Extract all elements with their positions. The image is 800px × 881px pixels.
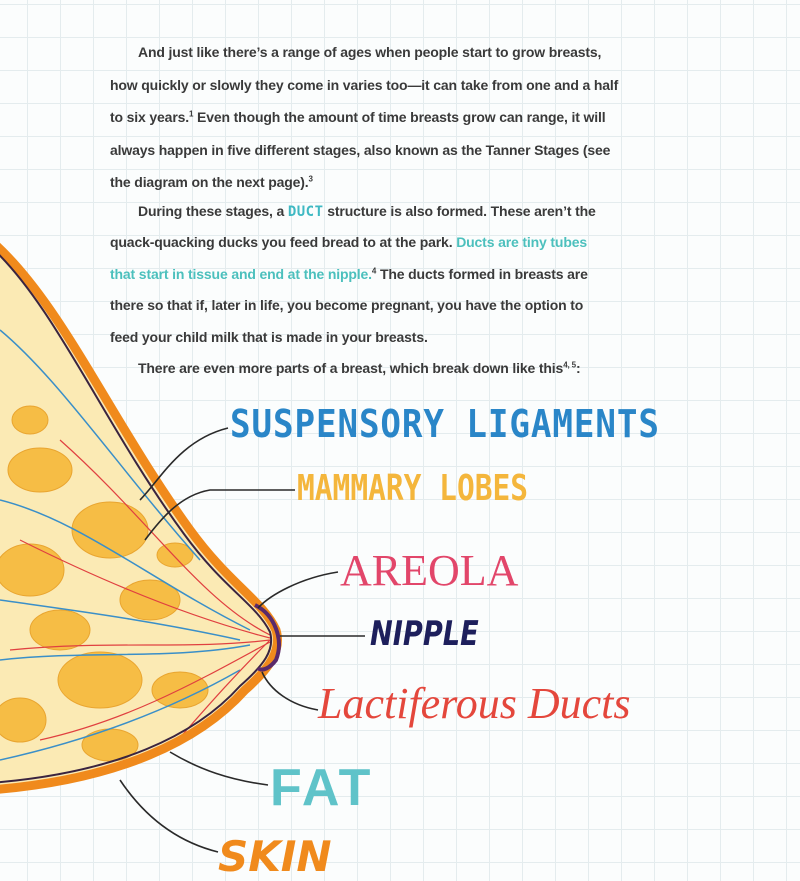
- text: structure is also formed. These aren’t t…: [323, 203, 596, 219]
- text-line: There are even more parts of a breast, w…: [138, 360, 581, 376]
- text-line: there so that if, later in life, you bec…: [110, 297, 584, 313]
- text: to six years.: [110, 109, 189, 125]
- label-mammary-lobes: MAMMARY LOBES: [297, 468, 529, 509]
- text-line: And just like there’s a range of ages wh…: [138, 44, 602, 60]
- label-lactiferous-ducts: Lactiferous Ducts: [318, 679, 631, 728]
- footnote-ref: 1: [189, 109, 194, 119]
- label-skin: SKIN: [218, 832, 332, 881]
- text: :: [575, 360, 581, 376]
- footnote-ref: 4: [371, 266, 377, 276]
- text-line: the diagram on the next page).3: [110, 174, 313, 190]
- leader-line: [144, 489, 295, 541]
- text: The ducts formed in breasts are: [376, 266, 588, 282]
- leader-line: [139, 427, 229, 501]
- label-areola: AREOLA: [340, 546, 519, 595]
- text-line: how quickly or slowly they come in varie…: [110, 77, 619, 93]
- footnote-ref: 4, 5: [563, 360, 576, 370]
- text-line: feed your child milk that is made in you…: [110, 329, 428, 345]
- fat-lobes: [0, 329, 271, 771]
- label-suspensory-ligaments: SUSPENSORY LIGAMENTS: [230, 402, 660, 446]
- text: quack-quacking ducks you feed bread to a…: [110, 234, 457, 250]
- text: the diagram on the next page).: [110, 174, 309, 190]
- leader-lines: [119, 427, 365, 853]
- inner-outline: [0, 254, 273, 784]
- footnote-ref: 3: [308, 174, 313, 184]
- label-fat: FAT: [270, 759, 374, 817]
- text: During these stages, a: [138, 203, 288, 219]
- text-line: quack-quacking ducks you feed bread to a…: [110, 234, 587, 250]
- highlight-definition: that start in tissue and end at the nipp…: [110, 266, 372, 282]
- leader-line: [257, 571, 339, 609]
- highlight-term: DUCT: [287, 204, 324, 220]
- text: Even though the amount of time breasts g…: [193, 109, 606, 125]
- text-line: that start in tissue and end at the nipp…: [110, 266, 588, 282]
- text: There are even more parts of a breast, w…: [138, 360, 564, 376]
- text-line: always happen in five different stages, …: [110, 142, 611, 158]
- label-nipple: NIPPLE: [370, 614, 479, 654]
- leader-line: [261, 671, 319, 711]
- highlight-definition: Ducts are tiny tubes: [456, 234, 588, 250]
- text-line: During these stages, a DUCT structure is…: [138, 203, 596, 220]
- text-line: to six years.1 Even though the amount of…: [110, 109, 606, 125]
- leader-line: [119, 779, 219, 853]
- areola: [254, 603, 281, 672]
- leader-line: [169, 751, 269, 786]
